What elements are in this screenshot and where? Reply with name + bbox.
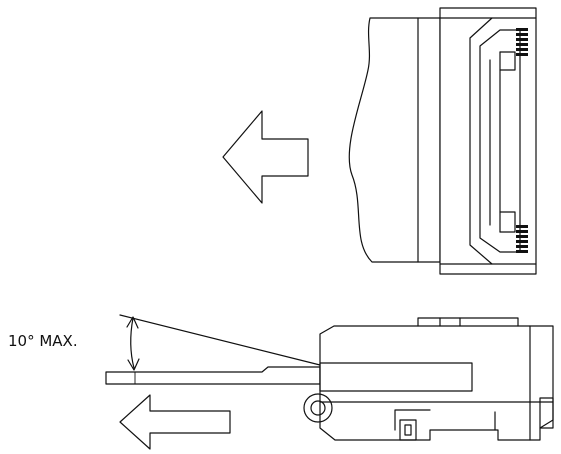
connector-pin <box>516 225 528 228</box>
pin-row-bottom <box>516 225 528 253</box>
pull-arrow-left-top <box>222 110 309 204</box>
connector <box>439 7 537 275</box>
module-side <box>303 317 554 441</box>
connector-pin <box>516 230 528 233</box>
connector-pin <box>516 43 528 46</box>
connector-pin <box>516 250 528 253</box>
module-body <box>348 17 441 263</box>
connector-pin <box>516 53 528 56</box>
connector-pin <box>516 245 528 248</box>
connector-pin <box>516 48 528 51</box>
connector-pin <box>516 38 528 41</box>
side-view: 10° MAX. <box>8 314 554 450</box>
angle-label: 10° MAX. <box>8 332 78 350</box>
connector-pin <box>516 28 528 31</box>
angle-line <box>119 314 321 366</box>
angle-arc <box>130 317 135 369</box>
pull-arrow-left-bottom <box>119 394 231 450</box>
pin-row-top <box>516 28 528 56</box>
connector-pin <box>516 33 528 36</box>
cable <box>105 366 321 385</box>
top-view <box>222 7 537 275</box>
connector-pin <box>516 240 528 243</box>
connector-pin <box>516 235 528 238</box>
